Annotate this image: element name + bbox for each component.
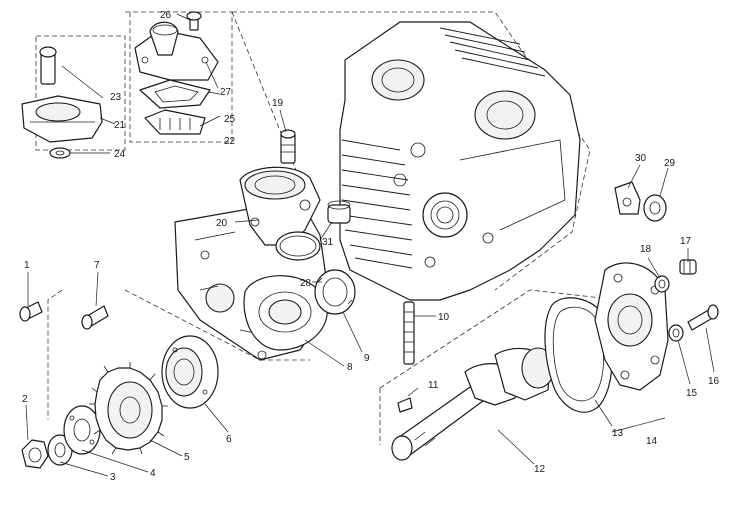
callout-14: 14 — [646, 436, 658, 447]
callout-22: 22 — [224, 136, 236, 147]
camshaft-cover — [594, 262, 669, 391]
breather-body — [21, 95, 103, 143]
callout-numbers: 1 2 3 4 5 6 7 8 9 10 11 12 13 14 15 16 1… — [22, 10, 720, 483]
sealing-washer — [654, 275, 670, 293]
callout-12: 12 — [534, 464, 546, 475]
callout-16: 16 — [708, 376, 720, 387]
timing-gear — [89, 362, 168, 455]
callout-29: 29 — [664, 158, 676, 169]
callout-23: 23 — [110, 92, 122, 103]
o-ring — [275, 231, 321, 261]
breather-washer — [49, 147, 71, 159]
callout-6: 6 — [226, 434, 232, 445]
oil-seal — [314, 269, 356, 315]
callout-2: 2 — [22, 394, 28, 405]
callout-28: 28 — [300, 278, 312, 289]
breather-gasket — [139, 79, 211, 109]
callout-25: 25 — [224, 114, 236, 125]
breather-bolt — [39, 46, 57, 85]
bolt-left — [19, 301, 43, 322]
callout-21: 21 — [114, 120, 126, 131]
locking-plate — [63, 405, 101, 455]
reed-plate — [144, 109, 206, 135]
callout-10: 10 — [438, 312, 450, 323]
callout-31: 31 — [322, 237, 334, 248]
long-stud — [403, 301, 415, 365]
washer — [668, 324, 684, 342]
camshaft-hub — [161, 335, 219, 409]
callout-26: 26 — [160, 10, 172, 21]
callout-27: 27 — [220, 87, 232, 98]
callout-1: 1 — [24, 260, 30, 271]
callout-15: 15 — [686, 388, 698, 399]
callout-3: 3 — [110, 472, 116, 483]
cylinder-head — [339, 21, 581, 301]
cap-screw — [186, 11, 202, 31]
gear-nut — [21, 439, 49, 469]
callout-7: 7 — [94, 260, 100, 271]
bushing — [327, 200, 351, 224]
callout-5: 5 — [184, 452, 190, 463]
nut — [643, 194, 667, 222]
callout-18: 18 — [640, 244, 652, 255]
callout-13: 13 — [612, 428, 624, 439]
callout-30: 30 — [635, 153, 647, 164]
callout-9: 9 — [364, 353, 370, 364]
callout-11: 11 — [428, 380, 439, 391]
callout-20: 20 — [216, 218, 228, 229]
callout-8: 8 — [347, 362, 353, 373]
camshaft — [391, 347, 555, 461]
callout-19: 19 — [272, 98, 284, 109]
drain-plug — [679, 259, 697, 275]
callout-24: 24 — [114, 149, 126, 160]
callout-17: 17 — [680, 236, 692, 247]
callout-4: 4 — [150, 468, 156, 479]
breather-cover — [134, 21, 219, 81]
bracket — [614, 181, 641, 215]
bolt-upper — [81, 305, 109, 330]
stud-bolt — [280, 129, 296, 164]
cover-gasket — [544, 297, 613, 413]
leader-lines — [25, 13, 715, 477]
cover-bolt — [687, 304, 719, 331]
assembly-frames — [35, 11, 621, 445]
woodruff-key — [397, 397, 413, 413]
